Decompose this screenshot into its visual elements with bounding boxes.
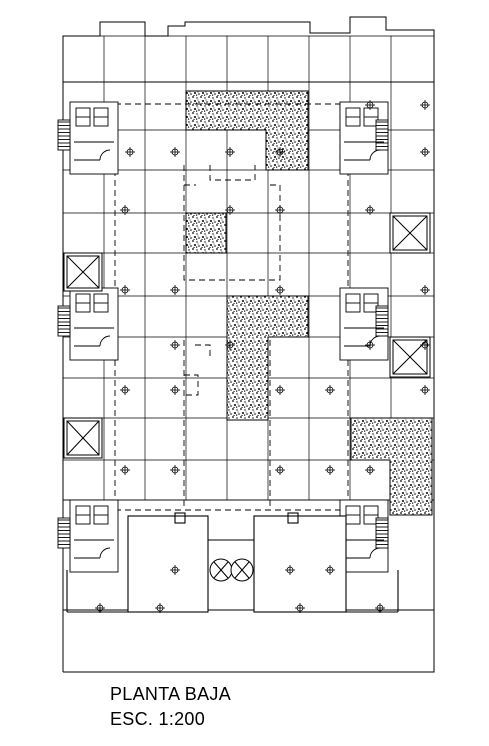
lamp-symbol: [120, 285, 130, 295]
ground-floor-units: [66, 512, 399, 613]
core-unit: [57, 101, 119, 175]
lamp-symbol: [155, 603, 165, 613]
lamp-symbol: [365, 340, 375, 350]
lamp-symbol: [325, 565, 335, 575]
lamp-symbol: [285, 565, 295, 575]
lamp-symbol: [365, 205, 375, 215]
lamp-symbol: [420, 147, 430, 157]
lamp-symbol: [420, 285, 430, 295]
shaft-box: [63, 417, 103, 459]
unit-left: [127, 515, 209, 613]
lamp-symbol: [170, 285, 180, 295]
drawing-scale: ESC. 1:200: [110, 709, 206, 729]
planter-top: [185, 90, 309, 171]
lamp-symbol: [420, 340, 430, 350]
lamp-symbol: [275, 465, 285, 475]
core-unit: [57, 287, 119, 361]
lamp-symbol: [325, 465, 335, 475]
core-unit: [339, 287, 389, 361]
core-unit: [339, 101, 389, 175]
lamp-symbol: [170, 385, 180, 395]
core-unit: [57, 499, 119, 573]
lamp-symbol: [420, 385, 430, 395]
lamp-symbol: [375, 603, 385, 613]
lamp-symbol: [120, 205, 130, 215]
lamp-symbol: [225, 205, 235, 215]
lamp-symbol: [295, 603, 305, 613]
core-unit: [339, 499, 389, 573]
entrance-revolving-doors: [209, 558, 254, 582]
lamp-symbol: [225, 340, 235, 350]
lamp-symbol: [365, 465, 375, 475]
lamp-symbol: [225, 147, 235, 157]
shaft-box: [389, 212, 431, 254]
shaft-box: [389, 336, 431, 378]
stair-elevator-cores: [57, 101, 389, 573]
lamp-symbol: [420, 100, 430, 110]
lamp-symbol: [365, 100, 375, 110]
lamp-symbol: [170, 465, 180, 475]
planter-right: [350, 417, 433, 516]
lamp-symbol: [275, 147, 285, 157]
lamp-symbol: [95, 603, 105, 613]
planter-center-small: [185, 212, 227, 254]
planter-center: [226, 295, 309, 421]
lamp-symbol: [125, 147, 135, 157]
lamp-symbol: [120, 465, 130, 475]
lamp-symbol: [275, 285, 285, 295]
lamp-symbol: [170, 147, 180, 157]
lighting-symbols: [95, 100, 430, 613]
lamp-symbol: [170, 340, 180, 350]
shaft-box: [63, 252, 103, 292]
lamp-symbol: [120, 385, 130, 395]
light-shafts: [63, 212, 431, 459]
drawing-title: PLANTA BAJA: [110, 684, 232, 704]
lamp-symbol: [275, 205, 285, 215]
lamp-symbol: [170, 565, 180, 575]
lamp-symbol: [325, 385, 335, 395]
lamp-symbol: [275, 385, 285, 395]
unit-right: [253, 515, 347, 613]
